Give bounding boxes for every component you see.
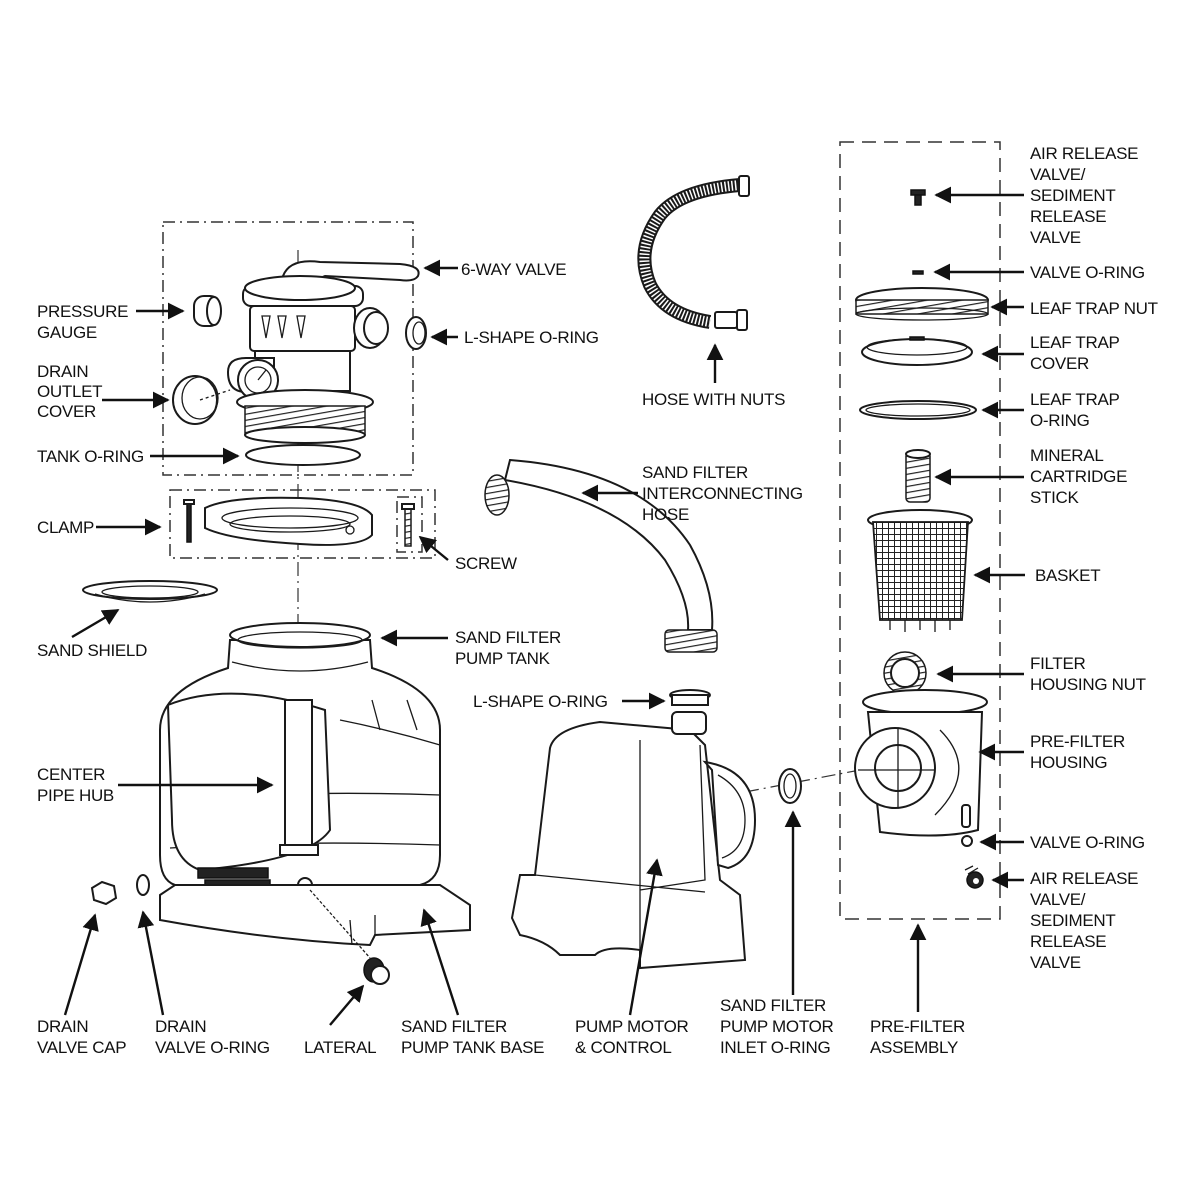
screw-sub-box [396,496,423,553]
leader-arrows [63,186,1025,1026]
label-valve-oring-top: VALVE O-RING [1030,263,1145,282]
filter-housing-nut-part [883,651,927,695]
clamp-part [204,496,373,546]
l-shape-oring-valve-part [405,316,427,350]
label-air-release-valve-bottom: AIR RELEASE VALVE/ SEDIMENT RELEASE VALV… [1030,869,1143,972]
label-air-release-valve-top: AIR RELEASE VALVE/ SEDIMENT RELEASE VALV… [1030,144,1143,247]
label-l-shape-oring-pump: L-SHAPE O-RING [473,692,608,711]
label-basket: BASKET [1035,566,1100,585]
label-pressure-gauge: PRESSURE GAUGE [37,302,133,342]
label-filter-housing-nut: FILTER HOUSING NUT [1030,654,1146,694]
label-hose-with-nuts: HOSE WITH NUTS [642,390,785,409]
basket-part [867,509,973,632]
label-drain-valve-oring: DRAIN VALVE O-RING [155,1017,270,1057]
valve-oring-top-part [912,270,924,275]
pump-tank-base-part [159,884,471,947]
label-interconnecting-hose: SAND FILTER INTERCONNECTING HOSE [642,463,807,524]
label-pre-filter-housing: PRE-FILTER HOUSING [1030,732,1129,772]
valve-assembly-group-box [162,221,414,476]
hose-with-nuts-part [637,175,750,331]
label-drain-outlet-cover: DRAIN OUTLET COVER [37,362,106,421]
leaf-trap-nut-part [855,287,989,321]
label-pre-filter-assembly: PRE-FILTER ASSEMBLY [870,1017,969,1057]
label-leaf-trap-nut: LEAF TRAP NUT [1030,299,1158,318]
label-pump-tank-base: SAND FILTER PUMP TANK BASE [401,1017,544,1057]
leaf-trap-cover-part [861,336,973,366]
clamp-assembly-group-box [169,489,436,559]
clamp-screw-left-part [183,499,195,543]
six-way-valve-part [226,260,420,444]
label-mineral-cartridge-stick: MINERAL CARTRIDGE STICK [1030,446,1132,507]
lateral-part [309,889,390,985]
label-leaf-trap-oring: LEAF TRAP O-RING [1030,390,1124,430]
sand-filter-pump-tank-part [159,622,441,901]
pump-inlet-axis-line [744,769,861,793]
label-center-pipe-hub: CENTER PIPE HUB [37,765,114,805]
pre-filter-housing-part [854,689,988,837]
label-pump-motor-inlet-oring: SAND FILTER PUMP MOTOR INLET O-RING [720,996,838,1057]
label-leaf-trap-cover: LEAF TRAP COVER [1030,333,1124,373]
drain-valve-oring-part [136,874,150,896]
pump-l-shape-oring-part [669,689,711,706]
tank-oring-part [245,444,361,466]
pump-motor-inlet-oring-part [778,768,802,804]
leaf-trap-oring-part [859,400,977,420]
sand-shield-part [82,580,218,603]
label-drain-valve-cap: DRAIN VALVE CAP [37,1017,126,1057]
mineral-cartridge-stick-part [905,449,931,503]
label-screw: SCREW [455,554,517,573]
air-release-valve-top-part [910,189,926,206]
label-lateral: LATERAL [304,1038,376,1057]
air-release-valve-bottom-part [964,865,984,889]
label-l-shape-oring-valve: L-SHAPE O-RING [464,328,599,347]
label-clamp: CLAMP [37,518,94,537]
pressure-gauge-part [193,295,222,327]
pump-motor-part [510,711,757,970]
drain-outlet-cover-part [172,375,231,425]
clamp-screw-right-part [401,503,415,547]
label-pump-motor-control: PUMP MOTOR & CONTROL [575,1017,693,1057]
label-sand-filter-pump-tank: SAND FILTER PUMP TANK [455,628,565,668]
label-valve-oring-bottom: VALVE O-RING [1030,833,1145,852]
label-six-way-valve: 6-WAY VALVE [461,260,566,279]
drain-valve-cap-part [90,880,118,906]
pre-filter-assembly-group-box [839,141,1001,920]
label-sand-shield: SAND SHIELD [37,641,147,660]
valve-oring-bottom-part [961,835,973,847]
label-tank-oring: TANK O-RING [37,447,144,466]
